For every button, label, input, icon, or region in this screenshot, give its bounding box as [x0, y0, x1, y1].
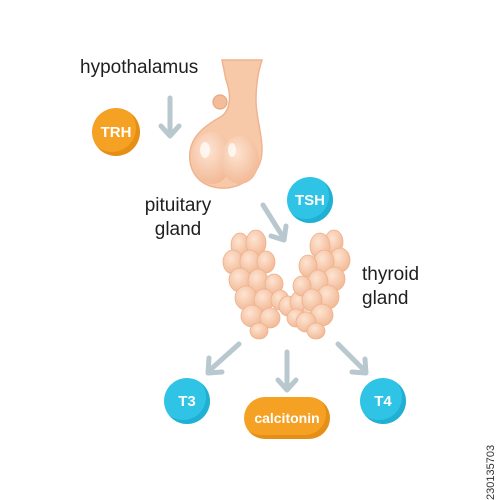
arrow-thyroid-to-calcitonin: [275, 349, 299, 393]
pituitary-gland-illustration: [189, 59, 264, 189]
pituitary-label-line1: pituitary: [144, 195, 212, 216]
thyroid-lobule: [306, 322, 326, 340]
thyroid-lobule: [256, 250, 276, 274]
hypothalamus-label: hypothalamus: [80, 57, 199, 78]
trh-badge: TRH: [92, 108, 140, 156]
thyroid-lobule: [249, 322, 269, 340]
calcitonin-badge: calcitonin: [244, 397, 330, 439]
arrow-thyroid-to-t4: [335, 341, 369, 376]
thyroid-gland-label: thyroid gland: [362, 263, 419, 311]
thyroid-label-line2: gland: [362, 288, 409, 309]
thyroid-label-line1: thyroid: [362, 264, 420, 285]
t4-badge: T4: [360, 378, 406, 424]
thyroid-lobule: [259, 307, 281, 329]
pituitary-label-line2: gland: [154, 219, 202, 240]
pituitary-gland-label: pituitary gland: [138, 194, 218, 242]
arrow-pituitary-to-thyroid: [260, 202, 289, 243]
stock-image-id: 230135703: [485, 444, 497, 500]
tsh-badge: TSH: [287, 177, 333, 223]
arrow-hypothalamus-to-pituitary: [158, 95, 182, 139]
arrow-thyroid-to-t3: [205, 341, 242, 376]
t3-badge: T3: [164, 378, 210, 424]
thyroid-gland-illustration: [222, 229, 351, 340]
